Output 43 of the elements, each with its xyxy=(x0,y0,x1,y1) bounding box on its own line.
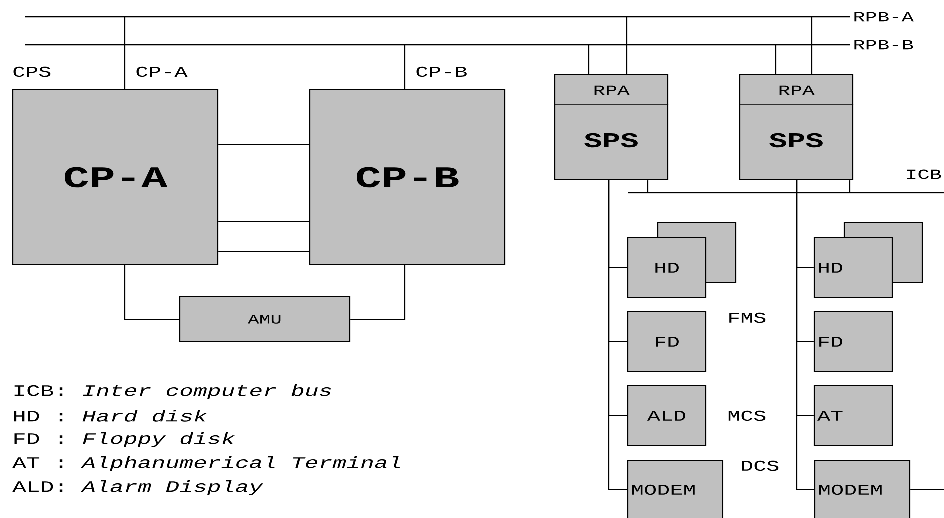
connector-line xyxy=(849,180,851,193)
unit-box: MODEM xyxy=(627,460,724,518)
connector-line xyxy=(796,180,814,491)
legend-entry: AT : Alphanumerical Terminal xyxy=(12,456,400,472)
processor-box: RPA SPS xyxy=(739,74,854,181)
connector-line xyxy=(404,45,406,90)
bus-tap-label: CP-B xyxy=(416,66,467,78)
connector-line xyxy=(775,45,777,74)
connector-line xyxy=(350,266,406,320)
legend-entry: HD : Hard disk xyxy=(14,410,208,422)
connector-line xyxy=(910,489,944,491)
bus-line: RPB-B xyxy=(25,40,914,50)
connector-line xyxy=(218,251,310,253)
node-label: HD xyxy=(819,263,843,273)
legend-entry: ALD: Alarm Display xyxy=(12,480,264,496)
processor-box: RPA SPS xyxy=(554,74,669,181)
legend-entry: FD : Floppy disk xyxy=(14,432,236,448)
bus-line: RPB-A xyxy=(25,12,914,22)
unit-box: AMU xyxy=(179,296,351,343)
unit-box: CP-A xyxy=(12,89,219,266)
connector-line xyxy=(588,45,590,74)
connector-line xyxy=(218,221,310,223)
connector-line xyxy=(608,180,628,491)
unit-box: ALD xyxy=(627,385,707,447)
connector-line xyxy=(811,17,813,74)
legend-entry: ICB: Inter computer bus xyxy=(14,384,332,400)
connector-line xyxy=(218,144,310,146)
connector-line xyxy=(647,180,649,193)
connector-line xyxy=(626,17,628,74)
system-label: CPS xyxy=(14,66,51,78)
group-label: MCS xyxy=(728,410,766,422)
unit-box: CP-B xyxy=(309,89,506,266)
connector-line xyxy=(124,266,180,320)
connector-line xyxy=(124,17,126,90)
unit-box: AT xyxy=(814,385,894,447)
group-label: FMS xyxy=(730,312,766,324)
unit-box: MODEM xyxy=(814,460,911,518)
disk-stack: HD xyxy=(814,222,924,299)
disk-stack: HD xyxy=(627,222,737,299)
unit-box: FD xyxy=(814,311,894,373)
unit-box: FD xyxy=(627,311,707,373)
bus-tap-label: CP-A xyxy=(136,66,188,78)
group-label: DCS xyxy=(742,460,779,472)
